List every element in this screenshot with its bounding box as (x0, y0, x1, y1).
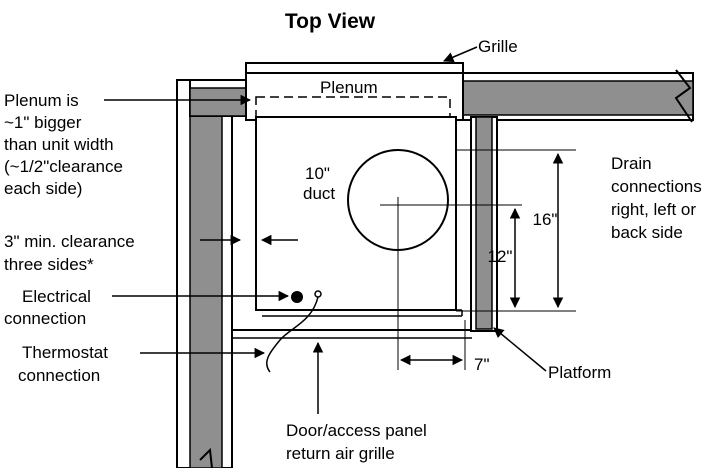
right-wall-post (470, 116, 498, 332)
svg-text:3" min. clearance: 3" min. clearance (4, 232, 135, 251)
drain-label: Drain connections right, left or back si… (611, 154, 702, 242)
top-wall-left (189, 79, 247, 117)
grille-label: Grille (478, 37, 518, 56)
grille-leader (443, 46, 478, 63)
dim-12-label: 12" (488, 247, 513, 266)
top-wall-right (462, 69, 694, 123)
svg-text:(~1/2"clearance: (~1/2"clearance (4, 157, 123, 176)
plenum-label: Plenum (320, 78, 378, 97)
svg-text:back side: back side (611, 223, 683, 242)
grille (245, 62, 464, 74)
thermostat-terminal (314, 290, 322, 298)
svg-text:duct: duct (303, 184, 335, 203)
electrical-label: Electrical connection (4, 287, 91, 328)
svg-text:Door/access panel: Door/access panel (286, 421, 427, 440)
wall-break-mark (199, 447, 213, 468)
plenum-note: Plenum is ~1" bigger than unit width (~1… (4, 91, 123, 198)
thermostat-wire (266, 296, 319, 373)
thermostat-label: Thermostat connection (18, 343, 108, 385)
electrical-dot (291, 291, 303, 303)
clearance-label: 3" min. clearance three sides* (4, 232, 135, 274)
svg-text:Plenum is: Plenum is (4, 91, 79, 110)
svg-text:10": 10" (305, 164, 330, 183)
svg-text:Thermostat: Thermostat (22, 343, 108, 362)
svg-text:right, left or: right, left or (611, 200, 696, 219)
svg-text:connection: connection (18, 366, 100, 385)
svg-text:than unit width: than unit width (4, 135, 114, 154)
door-label: Door/access panel return air grille (286, 421, 427, 463)
svg-text:each side): each side) (4, 179, 82, 198)
svg-text:Drain: Drain (611, 154, 652, 173)
platform (231, 309, 472, 339)
svg-text:return air grille: return air grille (286, 444, 395, 463)
dim-16-label: 16" (533, 210, 558, 229)
platform-leader (493, 327, 547, 372)
left-wall (176, 79, 233, 468)
svg-text:three sides*: three sides* (4, 255, 94, 274)
platform-label: Platform (548, 363, 611, 382)
svg-text:Electrical: Electrical (22, 287, 91, 306)
svg-text:connection: connection (4, 309, 86, 328)
duct-label: 10" duct (303, 164, 335, 203)
diagram-title: Top View (285, 10, 376, 33)
svg-text:~1" bigger: ~1" bigger (4, 113, 82, 132)
svg-text:connections: connections (611, 177, 702, 196)
dim-7-label: 7" (474, 355, 490, 374)
